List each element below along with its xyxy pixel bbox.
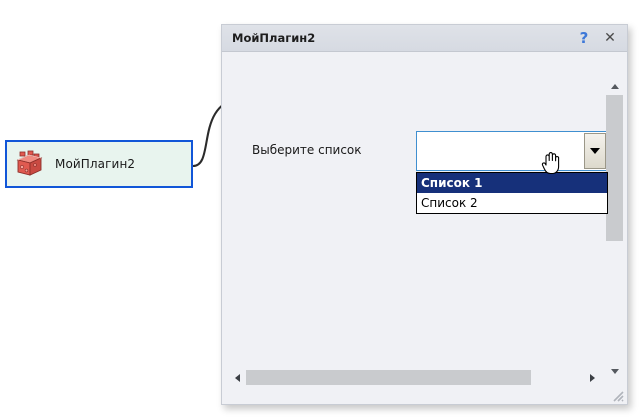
resize-grip-icon[interactable] [610, 387, 624, 402]
combo-label: Выберите список [252, 143, 362, 157]
scroll-right-button[interactable] [585, 369, 600, 386]
dropdown-option-2[interactable]: Список 2 [421, 196, 478, 210]
help-icon[interactable]: ? [579, 28, 589, 47]
horizontal-scrollbar[interactable] [230, 369, 600, 386]
horizontal-scrollbar-thumb[interactable] [246, 370, 531, 385]
combo-input[interactable] [417, 132, 582, 170]
scroll-down-button[interactable] [606, 364, 623, 379]
list-combobox[interactable] [416, 131, 608, 171]
combo-dropdown-list[interactable]: Список 1 Список 2 [416, 172, 608, 214]
dialog-title: МойПлагин2 [232, 31, 316, 45]
plugin-cube-icon [15, 149, 45, 179]
plugin-dialog-window[interactable]: МойПлагин2 ? ✕ Выберите список Список 1 … [221, 24, 628, 405]
plugin-node[interactable]: МойПлагин2 [5, 140, 193, 188]
plugin-node-label: МойПлагин2 [55, 157, 136, 171]
triangle-up-icon [610, 84, 619, 89]
vertical-scrollbar[interactable] [606, 79, 623, 379]
combo-dropdown-button[interactable] [584, 133, 606, 169]
scroll-left-button[interactable] [230, 369, 245, 386]
vertical-scrollbar-thumb[interactable] [606, 95, 623, 241]
close-icon[interactable]: ✕ [604, 30, 616, 46]
triangle-right-icon [590, 373, 595, 382]
triangle-left-icon [235, 373, 240, 382]
dialog-body: Выберите список Список 1 Список 2 [222, 53, 627, 404]
triangle-down-icon [610, 369, 619, 374]
scroll-up-button[interactable] [606, 79, 623, 94]
combo-form-row: Выберите список Список 1 Список 2 [252, 131, 608, 214]
dropdown-option-1[interactable]: Список 1 [417, 173, 607, 193]
dialog-titlebar[interactable]: МойПлагин2 ? ✕ [222, 25, 627, 52]
chevron-down-icon [590, 148, 600, 154]
